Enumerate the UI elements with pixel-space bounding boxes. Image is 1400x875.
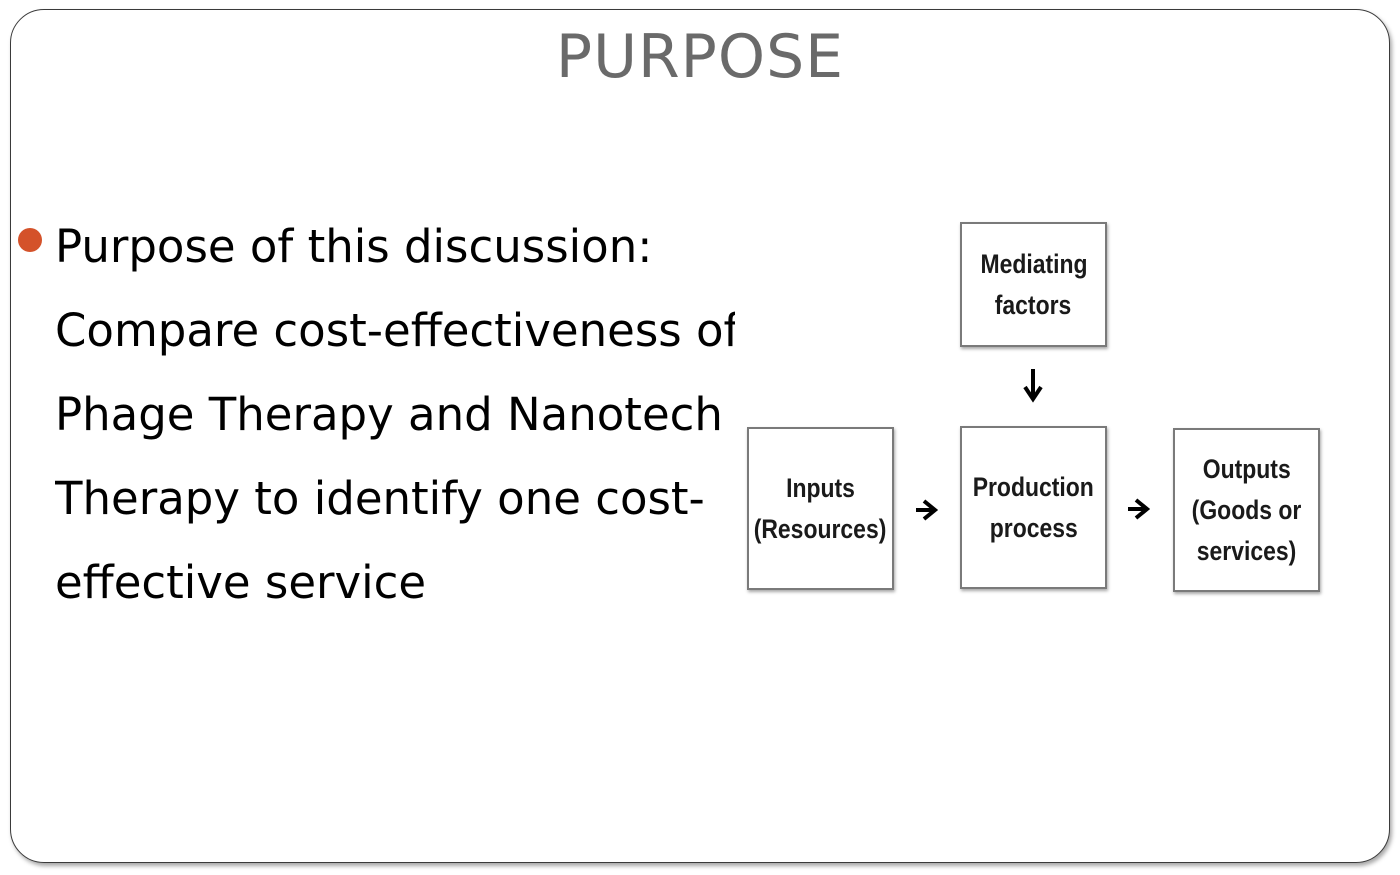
arrow-down-icon [1023,369,1043,403]
bullet-line-5: effective service [55,556,427,609]
bullet-line-4: Therapy to identify one cost- [55,472,705,525]
slide-frame [10,9,1390,863]
inputs-line-2: (Resources) [754,513,887,544]
outputs-box: Outputs (Goods or services) [1173,428,1320,592]
production-line-1: Production [972,471,1095,502]
mediating-factors-box: Mediating factors [960,222,1107,347]
inputs-box: Inputs (Resources) [747,427,894,590]
bullet-line-1: Purpose of this discussion: [55,220,653,273]
arrow-right-icon [916,499,938,521]
arrow-right-icon [1128,498,1150,520]
bullet-line-2: Compare cost-effectiveness of [55,304,735,357]
production-line-2: process [989,512,1078,543]
outputs-line-1: Outputs [1202,453,1291,484]
slide-title: PURPOSE [555,22,845,92]
production-process-box: Production process [960,426,1107,589]
bullet-text-block: Purpose of this discussion: Compare cost… [55,205,735,625]
inputs-line-1: Inputs [786,472,855,503]
outputs-line-3: services) [1196,535,1297,566]
mediating-line-1: Mediating [979,248,1088,279]
bullet-line-3: Phage Therapy and Nanotech [55,388,723,441]
outputs-line-2: (Goods or [1191,494,1302,525]
production-process-diagram: Mediating factors Inputs (Resources) Pro… [740,205,1340,625]
bullet-icon [18,228,42,252]
mediating-line-2: factors [995,289,1072,320]
